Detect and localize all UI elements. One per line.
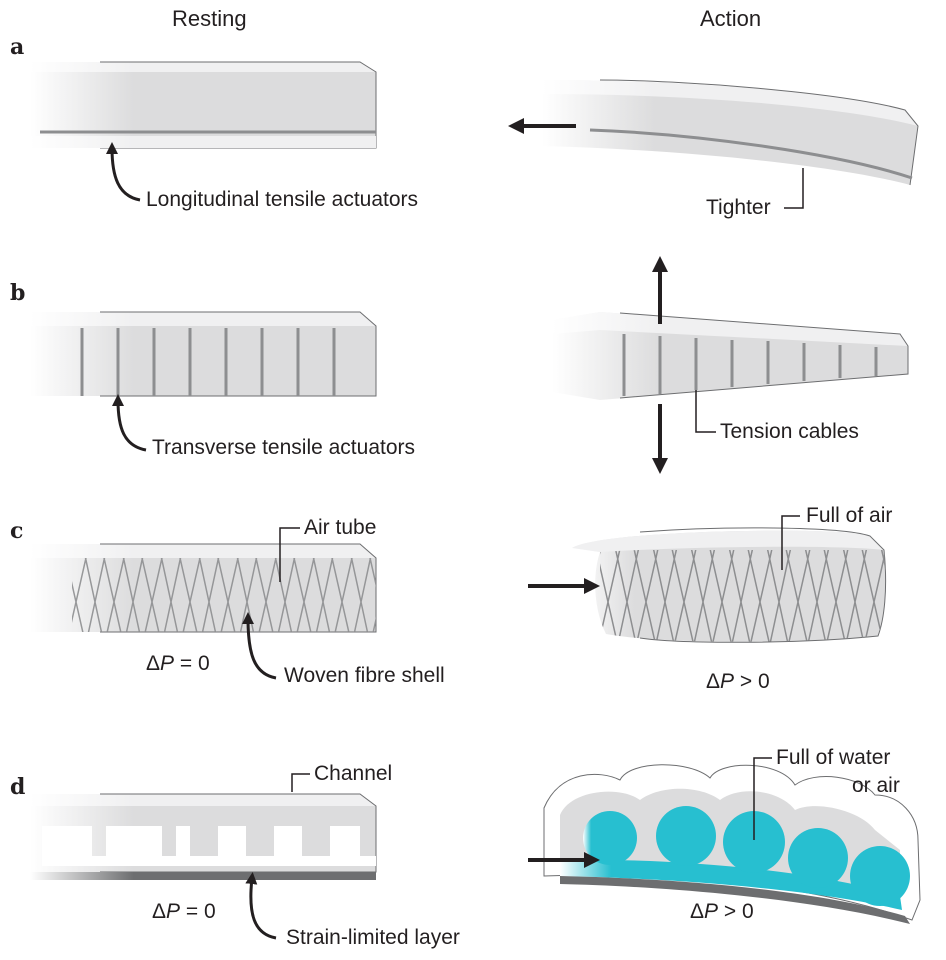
- panel-c-airtube-leader: [279, 527, 300, 582]
- panel-c-resting-equation: ΔP = 0: [146, 652, 210, 675]
- panel-c-resting-slab: [30, 543, 377, 633]
- panel-c-resting-pointer: [242, 612, 277, 680]
- panel-c-action-slab: [572, 527, 887, 643]
- panel-b-action-label: Tension cables: [720, 420, 859, 443]
- panel-c-action-leader: [781, 515, 800, 570]
- panel-d-action-leader: [753, 757, 772, 840]
- panel-a-resting-slab: [30, 61, 377, 149]
- panel-d-resting-slab: [30, 793, 377, 880]
- panel-b-action-slab: [552, 312, 909, 400]
- panel-b-resting-label: Transverse tensile actuators: [152, 436, 416, 459]
- panel-letter-a: a: [10, 34, 25, 60]
- panel-b-action-leader: [695, 390, 716, 433]
- panel-a-action-leader: [784, 168, 804, 209]
- action-column-header: Action: [700, 6, 762, 31]
- panel-a-resting-pointer: [106, 142, 141, 202]
- panel-b-resting-slab: [30, 311, 377, 397]
- panel-a-action-slab: [542, 79, 919, 186]
- resting-column-header: Resting: [172, 6, 247, 31]
- panel-letter-d: d: [10, 774, 26, 800]
- panel-letter-c: c: [10, 518, 24, 544]
- panel-d-resting-equation: ΔP = 0: [152, 900, 216, 923]
- panel-d-action-label-line2: or air: [852, 774, 900, 797]
- panel-d-resting-label: Strain-limited layer: [286, 926, 460, 949]
- panel-c-action-equation: ΔP > 0: [706, 670, 770, 693]
- panel-d-channel-label: Channel: [314, 762, 393, 785]
- panel-d-resting-pointer: [245, 872, 277, 940]
- panel-d-action-slab: [543, 764, 921, 924]
- panel-c-resting-label: Woven fibre shell: [284, 664, 445, 687]
- panel-c-action-label: Full of air: [806, 504, 893, 527]
- panel-d-channel-leader: [291, 773, 310, 792]
- panel-letter-b: b: [10, 280, 26, 306]
- panel-d-action-label-line1: Full of water: [776, 746, 891, 769]
- panel-a-action-label: Tighter: [706, 196, 771, 219]
- panel-d-action-equation: ΔP > 0: [690, 900, 754, 923]
- panel-c-airtube-label: Air tube: [304, 516, 377, 539]
- panel-b-resting-pointer: [112, 394, 147, 452]
- panel-a-resting-label: Longitudinal tensile actuators: [146, 188, 419, 211]
